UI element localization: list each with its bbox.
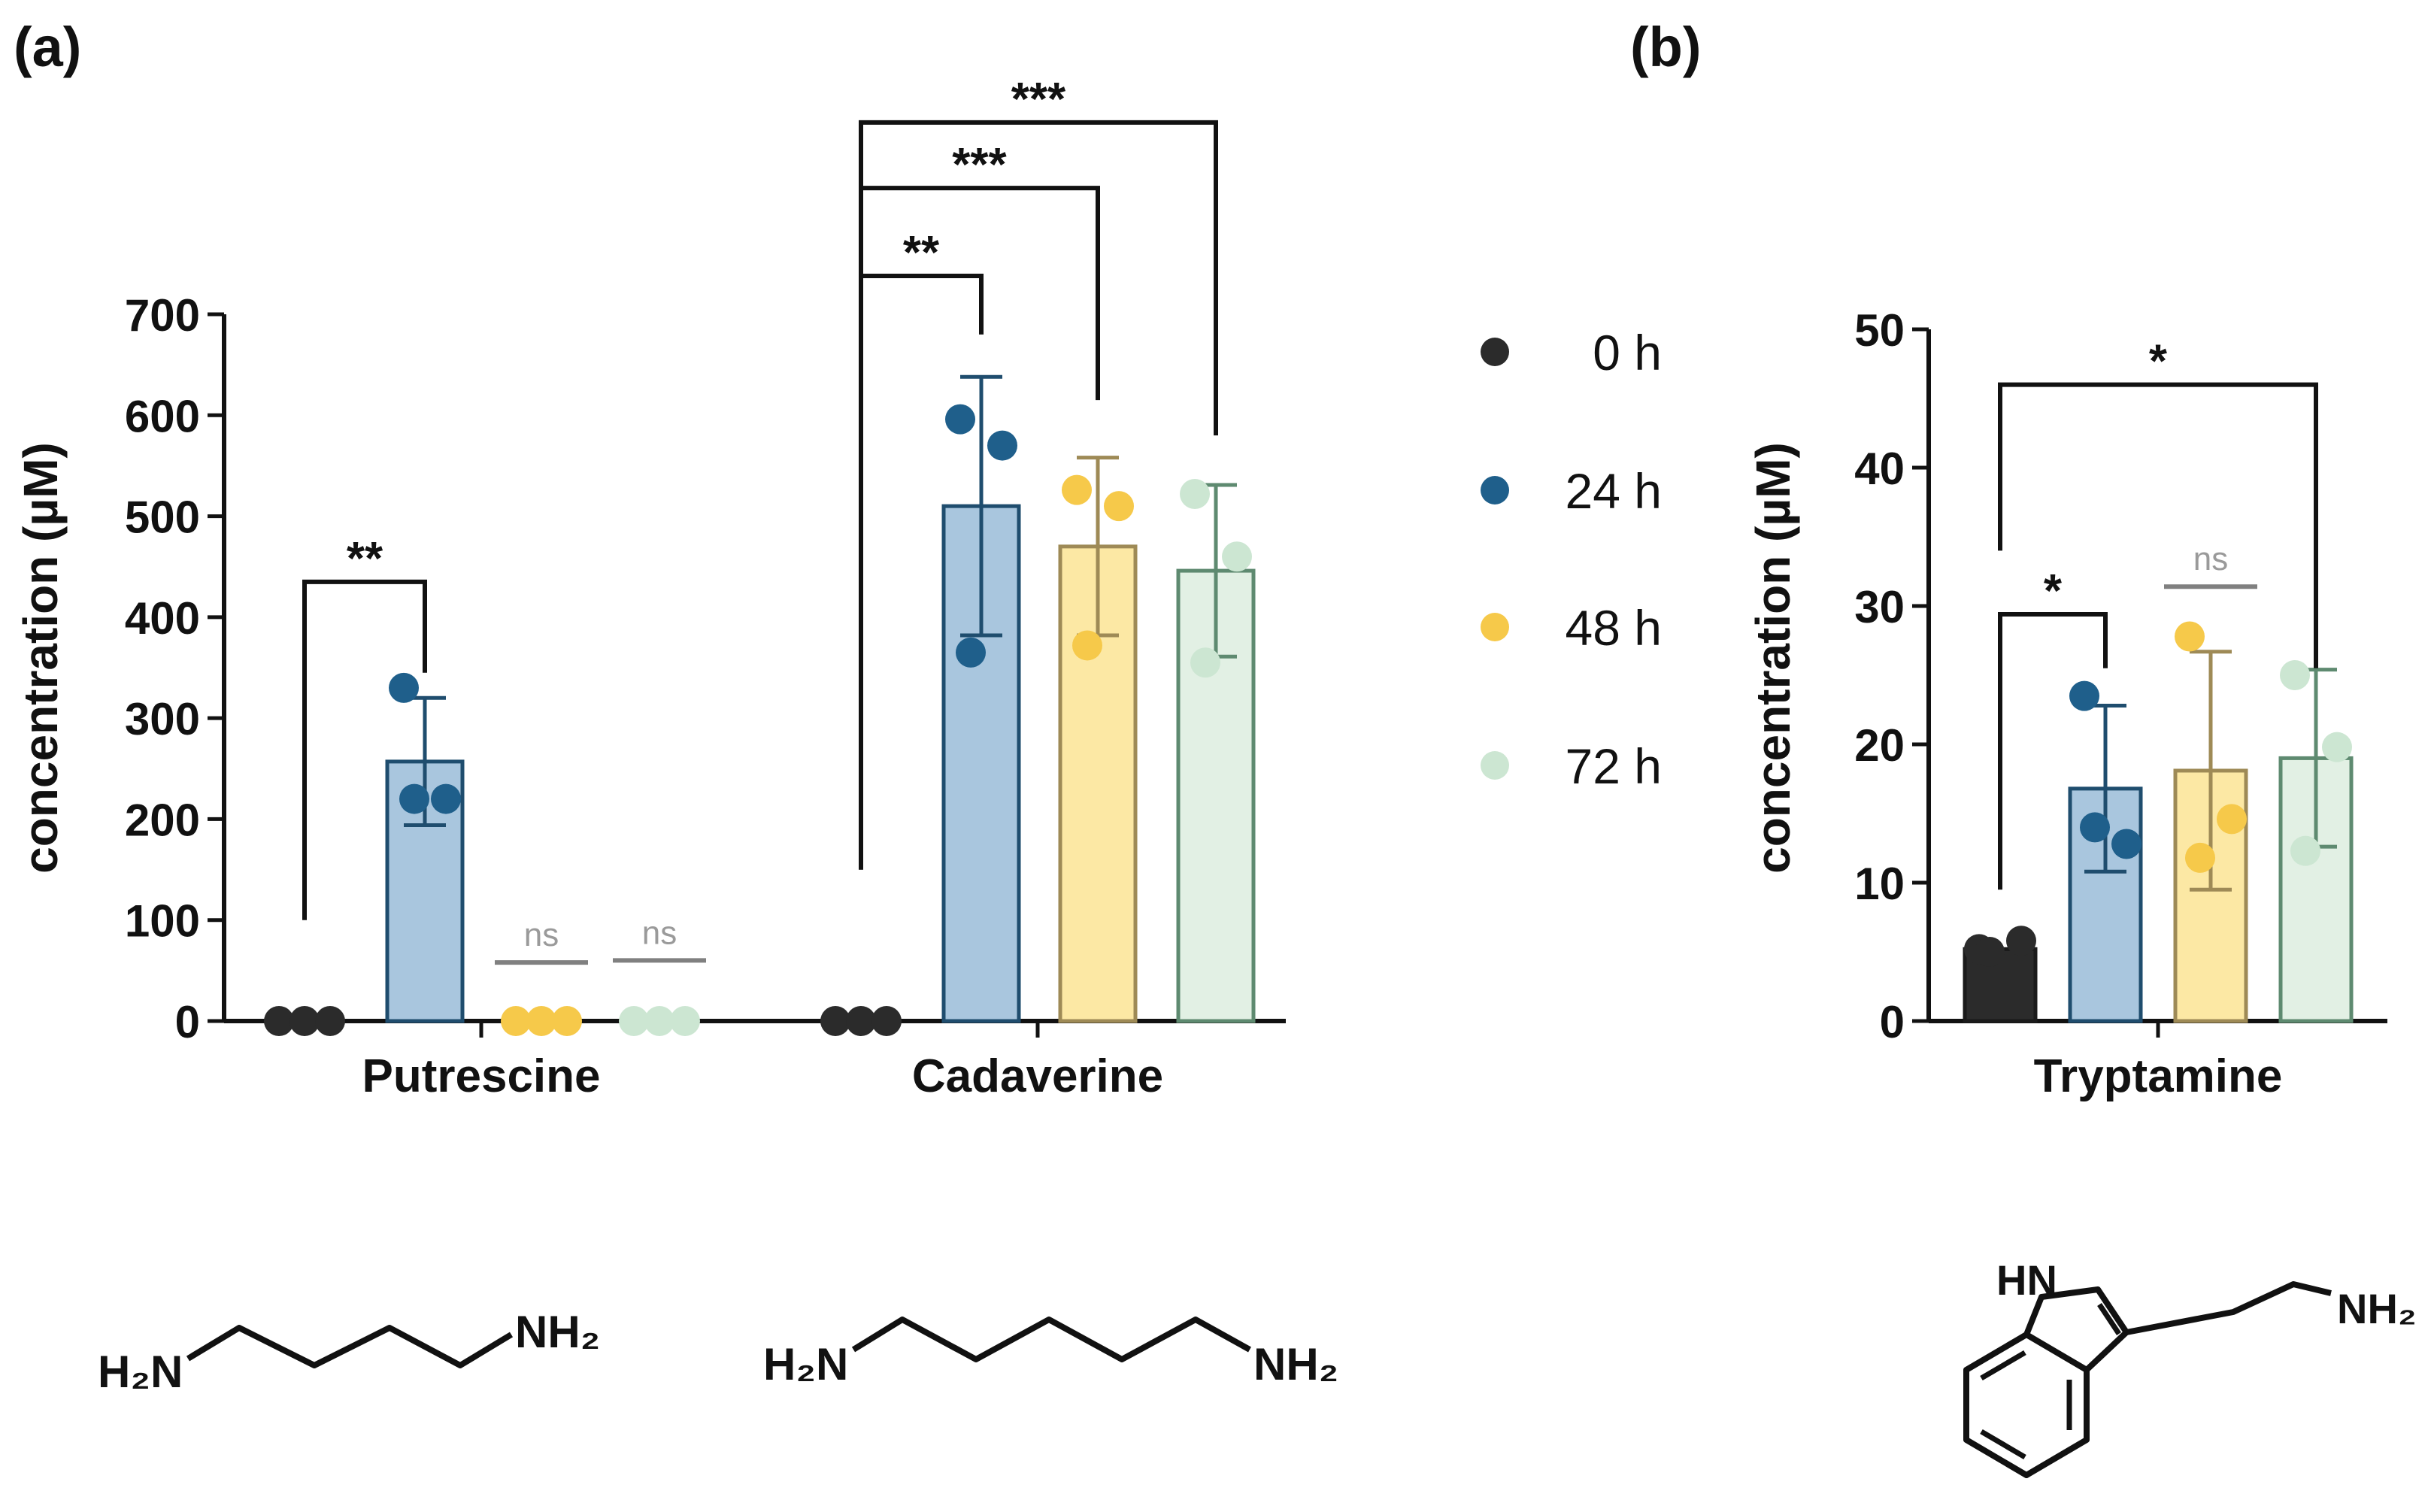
data-point-72h (2290, 835, 2320, 866)
legend-marker-24h (1481, 476, 1509, 505)
y-tick-label-a: 700 (125, 290, 200, 341)
cadaverine-left-amine: H₂N (763, 1339, 848, 1389)
significance-label: *** (1011, 74, 1066, 126)
tryptamine-ring-nh: HN (1996, 1256, 2057, 1304)
data-point-0h (820, 1006, 850, 1036)
data-point-48h (2217, 804, 2247, 835)
y-tick-label-b: 0 (1880, 997, 1905, 1047)
data-point-48h (526, 1006, 556, 1036)
legend-marker-72h (1481, 751, 1509, 780)
y-tick-label-b: 30 (1854, 582, 1905, 632)
panel-label-a: (a) (14, 16, 81, 78)
y-tick-label-b: 50 (1854, 305, 1905, 356)
data-point-24h (399, 783, 429, 814)
y-tick-label-a: 100 (125, 896, 200, 947)
y-tick-label-a: 0 (175, 997, 200, 1047)
data-point-48h (1104, 491, 1134, 522)
cadaverine-chain (851, 1317, 1251, 1362)
data-point-0h (289, 1006, 320, 1036)
significance-bracket (302, 579, 427, 920)
putrescine-left-amine: H₂N (98, 1347, 183, 1397)
significance-label: * (2044, 565, 2063, 617)
significance-label: *** (952, 139, 1007, 191)
data-point-48h (552, 1006, 582, 1036)
data-point-48h (1062, 474, 1092, 505)
significance-bracket (859, 120, 1218, 870)
data-point-72h (2280, 660, 2310, 690)
tryptamine-benzene-double-3 (1980, 1429, 2026, 1460)
tryptamine-pyrrole-ring (2023, 1286, 2129, 1372)
y-tick-label-a: 500 (125, 492, 200, 543)
data-point-72h (1222, 541, 1252, 572)
legend-label-72h: 72 h (1566, 738, 1662, 794)
legend-label-24h: 24 h (1566, 463, 1662, 519)
tryptamine-benzene-double-1 (1980, 1350, 2026, 1381)
data-point-72h (644, 1006, 674, 1036)
data-point-24h (2111, 829, 2141, 859)
legend-marker-48h (1481, 613, 1509, 641)
cadaverine-structure: H₂N NH₂ (763, 1317, 1338, 1389)
data-point-48h (1072, 630, 1102, 661)
significance-label-ns: ns (2193, 541, 2228, 577)
tryptamine-pyrrole-double (2097, 1303, 2121, 1335)
y-tick-label-b: 20 (1854, 720, 1905, 771)
legend-marker-0h (1481, 338, 1509, 366)
legend-label-0h: 0 h (1593, 325, 1662, 380)
tryptamine-structure: HN NH₂ (1963, 1256, 2417, 1478)
cadaverine-right-amine: NH₂ (1253, 1339, 1338, 1389)
data-point-48h (2185, 842, 2215, 873)
significance-label: ** (347, 533, 383, 585)
y-tick-label-a: 200 (125, 795, 200, 845)
significance-bracket (1998, 612, 2108, 890)
data-point-72h (2322, 732, 2352, 762)
putrescine-structure: H₂N NH₂ (98, 1307, 600, 1397)
significance-label-ns: ns (642, 914, 677, 951)
legend: 0 h 24 h 48 h 72 h (1481, 325, 1662, 794)
tryptamine-amine: NH₂ (2337, 1285, 2417, 1332)
data-point-24h (945, 404, 975, 435)
putrescine-chain (186, 1325, 514, 1368)
y-tick-label-a: 600 (125, 391, 200, 441)
data-point-48h (2175, 621, 2205, 652)
panel-label-b: (b) (1630, 16, 1702, 78)
y-tick-label-a: 400 (125, 593, 200, 644)
data-point-72h (670, 1006, 700, 1036)
category-label-b: Tryptamine (2034, 1050, 2283, 1102)
data-point-0h (1975, 937, 2005, 967)
data-point-24h (2069, 680, 2099, 711)
significance-bracket (1998, 382, 2318, 668)
data-point-48h (501, 1006, 531, 1036)
legend-label-48h: 48 h (1566, 600, 1662, 656)
y-tick-label-b: 10 (1854, 859, 1905, 909)
data-point-24h (389, 672, 419, 703)
data-point-0h (846, 1006, 876, 1036)
category-label-a: Cadaverine (912, 1050, 1163, 1102)
data-point-0h (2006, 926, 2036, 956)
significance-label: * (2149, 336, 2168, 388)
data-point-0h (264, 1006, 294, 1036)
y-axis-title-b: concentration (µM) (1746, 442, 1800, 874)
putrescine-right-amine: NH₂ (515, 1307, 600, 1357)
tryptamine-side-chain (2126, 1281, 2332, 1335)
data-point-72h (1190, 647, 1220, 678)
y-axis-title-a: concentration (µM) (14, 442, 68, 874)
category-label-a: Putrescine (362, 1050, 600, 1102)
data-point-24h (2080, 812, 2110, 843)
data-point-24h (987, 430, 1017, 461)
y-tick-label-a: 300 (125, 694, 200, 744)
data-point-24h (431, 783, 461, 814)
data-point-72h (619, 1006, 649, 1036)
data-point-24h (956, 637, 986, 668)
data-point-72h (1180, 479, 1210, 510)
significance-label-ns: ns (524, 917, 559, 953)
data-point-0h (315, 1006, 345, 1036)
y-tick-label-b: 40 (1854, 444, 1905, 494)
data-point-0h (871, 1006, 902, 1036)
significance-label: ** (903, 227, 940, 279)
